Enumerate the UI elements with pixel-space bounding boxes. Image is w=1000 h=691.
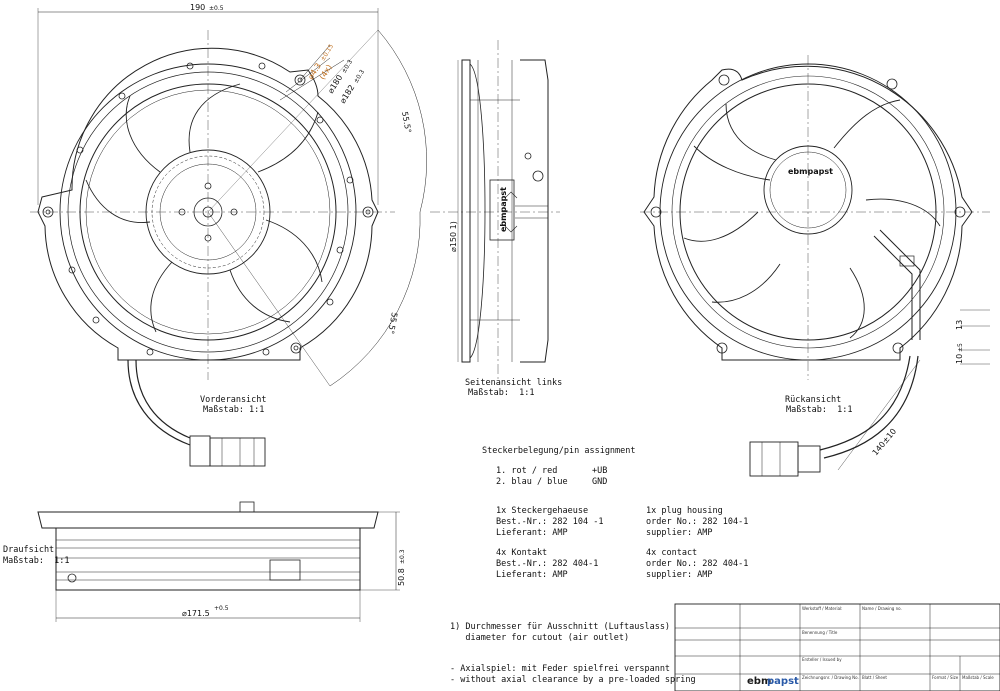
title-block: Werkstoff / Material: Name / Drawing no.… <box>674 603 1000 691</box>
dim-angle-upper: 55.5° <box>400 111 413 134</box>
note-1-de: 1) Durchmesser für Ausschnitt (Luftausla… <box>450 622 671 632</box>
tb-title: Benennung / Title <box>802 630 838 635</box>
dim-dia-171-tol: +0.5 <box>214 605 229 612</box>
dim-height-50-tol: ±0.3 <box>399 549 406 564</box>
rear-brand-label: ebmpapst <box>788 167 833 176</box>
logo-papst: papst <box>767 676 799 687</box>
top-view: 50.8 ±0.3 ⌀171.5 +0.5 <box>37 501 406 622</box>
tb-sheet: Blatt / Sheet <box>862 675 887 680</box>
housing-supplier-de: Lieferant: AMP <box>496 528 568 538</box>
tb-drawing-no: Zeichnungsnr. / Drawing No. <box>802 675 859 680</box>
note-1-en: diameter for cutout (air outlet) <box>450 633 630 643</box>
side-view: ebmpapst ⌀150 1) <box>430 40 560 380</box>
housing-supplier-en: supplier: AMP <box>646 528 713 538</box>
dim-height-50: 50.8 <box>397 568 406 586</box>
pin-1-signal: +UB <box>592 466 608 476</box>
side-brand-label: ebmpapst <box>499 187 508 232</box>
dim-width-190-tol: ±0.5 <box>209 5 224 12</box>
tb-name: Name / Drawing no. <box>862 606 902 611</box>
contact-supplier-en: supplier: AMP <box>646 570 713 580</box>
contact-supplier-de: Lieferant: AMP <box>496 570 568 580</box>
housing-order-en: order No.: 282 104-1 <box>646 517 749 527</box>
tb-issued: Ersteller / Issued by <box>802 657 842 662</box>
tb-size: Format / Size <box>932 675 959 680</box>
dim-angle-lower: 55.5° <box>386 312 399 335</box>
dim-10: 10 <box>955 354 964 364</box>
contact-qty-en: 4x contact <box>646 548 698 558</box>
dim-13: 13 <box>955 320 964 330</box>
rear-view-scale: Maßstab: 1:1 <box>786 405 853 415</box>
dim-cable-length: 140±10 <box>871 427 899 457</box>
dim-width-190: 190 <box>190 3 205 12</box>
dim-10-tol: ±5 <box>957 343 964 352</box>
dim-hole-dia-tol: ±0.15 <box>319 43 335 62</box>
dim-dia-150: ⌀150 1) <box>449 221 458 252</box>
contact-order-de: Best.-Nr.: 282 404-1 <box>496 559 599 569</box>
contact-qty-de: 4x Kontakt <box>496 548 548 558</box>
dim-dia-171: ⌀171.5 <box>182 609 210 618</box>
tb-material: Werkstoff / Material: <box>802 606 843 611</box>
pin-2-label: 2. blau / blue <box>496 477 568 487</box>
pin-2-signal: GND <box>592 477 608 487</box>
front-view-scale: Maßstab: 1:1 <box>203 405 265 415</box>
pin-assignment-heading: Steckerbelegung/pin assignment <box>482 446 636 456</box>
note-2-en: - without axial clearance by a pre-loade… <box>450 675 696 685</box>
top-view-scale: Maßstab: 1:1 <box>3 556 70 566</box>
tb-scale: Maßstab / Scale <box>962 675 994 680</box>
dim-dia-180: ⌀180 <box>326 73 344 95</box>
housing-qty-en: 1x plug housing <box>646 506 723 516</box>
side-view-title: Seitenansicht links <box>465 378 563 388</box>
ebmpapst-logo: ebm papst <box>747 676 799 687</box>
housing-order-de: Best.-Nr.: 282 104 -1 <box>496 517 604 527</box>
top-view-title: Draufsicht <box>3 545 55 555</box>
front-view-title: Vorderansicht <box>200 395 267 405</box>
contact-order-en: order No.: 282 404-1 <box>646 559 749 569</box>
housing-qty-de: 1x Steckergehaeuse <box>496 506 589 516</box>
pin-1-label: 1. rot / red <box>496 466 558 476</box>
dim-dia-182: ⌀182 <box>338 83 356 105</box>
side-view-scale: Maßstab: 1:1 <box>468 388 535 398</box>
rear-view-title: Rückansicht <box>785 395 842 405</box>
note-2-de: - Axialspiel: mit Feder spielfrei verspa… <box>450 664 671 674</box>
logo-ebm: ebm <box>747 676 771 687</box>
dim-dia-182-tol: ±0.3 <box>352 68 366 84</box>
